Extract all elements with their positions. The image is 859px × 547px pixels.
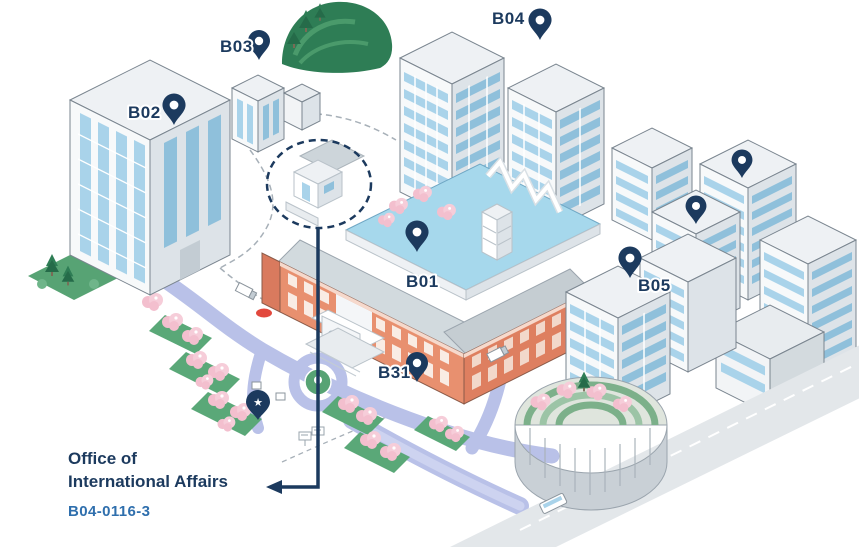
red-marker (256, 308, 272, 318)
building-b02 (68, 59, 232, 296)
amphitheatre (514, 371, 668, 511)
label-b05[interactable]: B05 (636, 274, 672, 297)
callout: Office of International Affairs B04-0116… (68, 449, 228, 520)
hill (282, 1, 393, 73)
highlight (265, 138, 373, 494)
callout-line1: Office of (68, 449, 137, 468)
building-b03 (230, 74, 322, 153)
building-labels: B02 B03 B04 B01 B05 B31 (126, 7, 672, 384)
label-b01[interactable]: B01 (404, 270, 440, 293)
b04b-windows-right (560, 100, 600, 215)
building-b01-roofdeck (344, 155, 602, 301)
cart (251, 381, 262, 390)
highlight-circle (265, 138, 373, 230)
b02-windows-left (78, 112, 146, 284)
callout-arrowhead (266, 480, 282, 494)
service-tower (480, 203, 514, 261)
bus (539, 492, 568, 514)
building-highlighted (285, 139, 366, 227)
callout-line2: International Affairs (68, 472, 228, 491)
label-b02[interactable]: B02 (126, 101, 162, 124)
cart (275, 392, 286, 401)
truck (234, 281, 258, 301)
b02-windows-right (164, 114, 221, 281)
truck (486, 345, 510, 363)
right-buildings (650, 139, 858, 416)
star-pin-icon[interactable]: ★ (246, 390, 270, 420)
callout-room-code: B04-0116-3 (68, 503, 150, 520)
callout-arrow-line (280, 229, 320, 489)
label-b31[interactable]: B31 (376, 361, 412, 384)
star-glyph: ★ (253, 397, 263, 409)
main-gate (304, 309, 386, 377)
b05-windows-right (622, 304, 666, 404)
label-b03[interactable]: B03 (218, 35, 254, 58)
pin-b04-icon[interactable] (528, 8, 552, 40)
info-signs (298, 426, 325, 446)
flower-beds (142, 293, 470, 473)
label-b04[interactable]: B04 (490, 7, 526, 30)
